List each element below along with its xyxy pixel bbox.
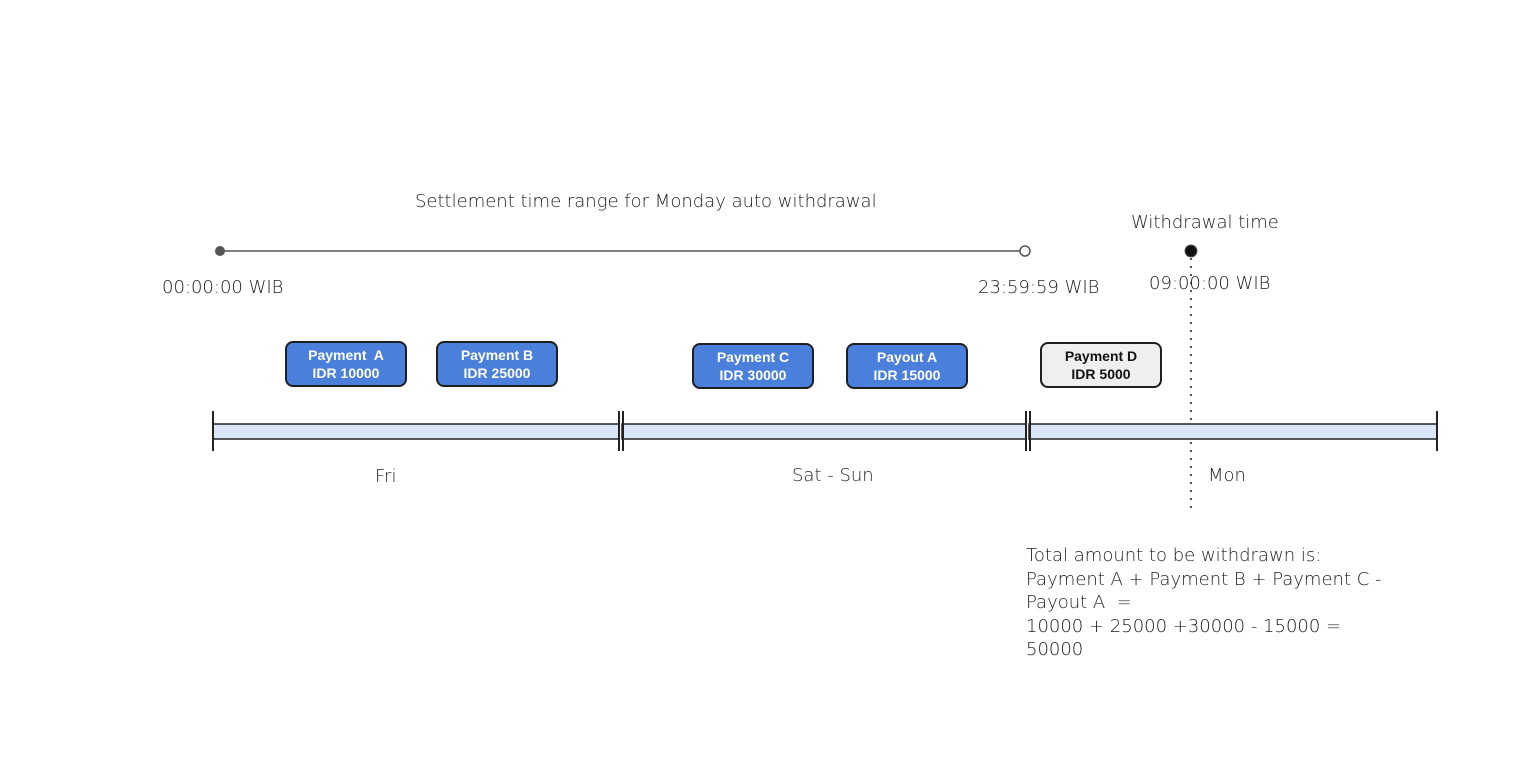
timeline-segment-sat-sun	[621, 423, 1027, 440]
withdrawal-title: Withdrawal time	[1131, 212, 1279, 233]
transaction-amount: IDR 25000	[463, 365, 531, 381]
summary-line: 10000 + 25000 +30000 - 15000 =	[1026, 615, 1342, 637]
range-start-label: 00:00:00 WIB	[162, 277, 284, 298]
withdrawal-dot	[1184, 244, 1198, 258]
summary-line: 50000	[1026, 639, 1084, 660]
transaction-payout-a: Payout A IDR 15000	[846, 343, 968, 389]
range-title: Settlement time range for Monday auto wi…	[415, 191, 877, 212]
transaction-amount: IDR 5000	[1071, 366, 1131, 382]
timeline-segment-fri	[212, 423, 620, 440]
day-label-sat-sun: Sat - Sun	[792, 465, 874, 486]
range-start-dot	[215, 246, 225, 256]
transaction-payment-d: Payment D IDR 5000	[1040, 342, 1162, 388]
transaction-payment-a: Payment A IDR 10000	[285, 341, 407, 387]
transaction-amount: IDR 10000	[312, 365, 380, 381]
summary-line: Payout A =	[1026, 592, 1132, 613]
transaction-amount: IDR 30000	[719, 367, 787, 383]
transaction-amount: IDR 15000	[873, 367, 941, 383]
transaction-payment-c: Payment C IDR 30000	[692, 343, 814, 389]
range-end-dot	[1019, 245, 1031, 257]
summary-line: Payment A + Payment B + Payment C -	[1026, 568, 1382, 590]
summary-line: Total amount to be withdrawn is:	[1026, 545, 1322, 566]
timeline-segment-mon	[1028, 423, 1438, 440]
transaction-name: Payment C	[716, 349, 790, 365]
transaction-payment-b: Payment B IDR 25000	[436, 341, 558, 387]
day-label-fri: Fri	[375, 466, 397, 487]
withdrawal-summary: Total amount to be withdrawn is: Payment…	[1026, 544, 1382, 662]
range-end-label: 23:59:59 WIB	[978, 277, 1100, 298]
transaction-name: Payout A	[876, 349, 938, 365]
withdrawal-time-label: 09:00:00 WIB	[1149, 273, 1271, 294]
transaction-name: Payment B	[460, 347, 534, 363]
day-label-mon: Mon	[1208, 465, 1246, 486]
transaction-name: Payment A	[308, 347, 384, 363]
transaction-name: Payment D	[1064, 348, 1138, 364]
